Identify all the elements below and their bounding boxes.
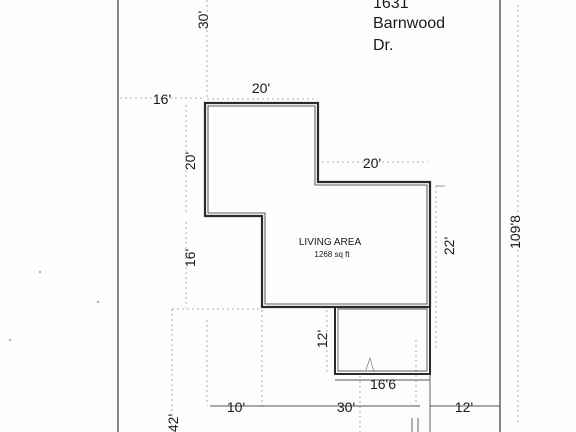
dim-label-right-height: 22' [441,237,457,255]
porch-wall-inner [337,308,428,372]
dot-1 [39,271,41,273]
stray-marks [365,185,445,373]
room-name: LIVING AREA [299,237,362,248]
dots [9,271,99,341]
dim-label-lot-depth: 109'8 [507,215,523,249]
house-wall-outer [203,101,432,309]
dimension-lines-solid [210,372,500,432]
house-wall-inner [207,105,428,305]
address-line-2: Barnwood [373,15,445,32]
room-area: 1268 sq ft [314,250,350,259]
dim-label-top-setback: 30' [195,11,211,29]
stray-mark-a [365,356,375,373]
dot-2 [9,339,11,341]
dim-label-left-setback: 16' [153,91,171,107]
porch-outline [334,306,431,375]
dim-label-upper-left-height: 20' [182,152,198,170]
house-outline [203,101,432,309]
dim-label-porch-height: 12' [314,330,330,348]
dim-label-bottom-width: 30' [337,399,355,415]
dim-label-top-width: 20' [252,80,270,96]
dim-label-porch-width: 16'6 [370,376,396,392]
lot-boundary [117,0,501,432]
dimension-lines [120,0,519,432]
address-line-3: Dr. [373,37,393,54]
dim-label-step-width: 20' [363,155,381,171]
dim-label-bottom-setback: 42' [165,414,181,432]
dim-label-lower-left-height: 16' [182,249,198,267]
address-line-1: 1631 [373,0,409,12]
porch-wall-outer [334,306,431,375]
dot-3 [97,301,99,303]
dim-label-bottom-left-offset: 10' [227,399,245,415]
dim-label-bottom-right-offset: 12' [455,399,473,415]
